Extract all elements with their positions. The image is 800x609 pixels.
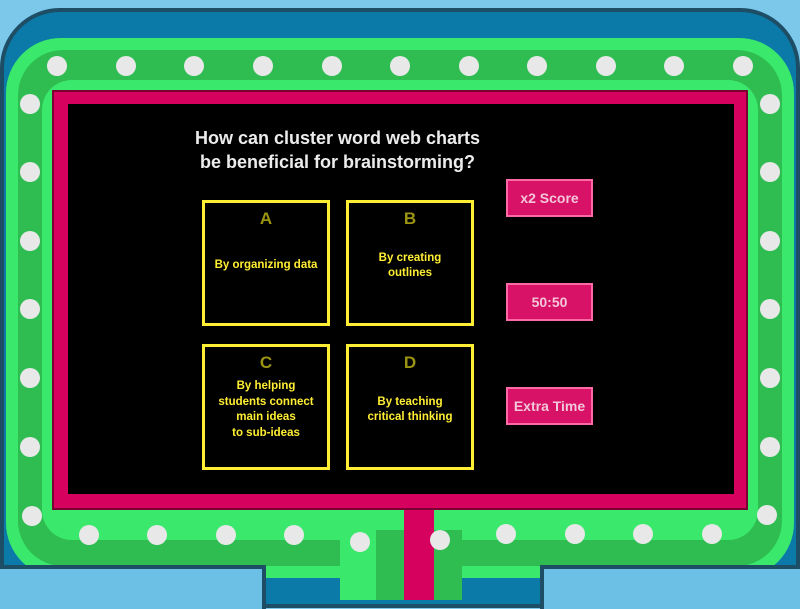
- light-bulb-icon: [760, 368, 780, 388]
- double-score-button[interactable]: x2 Score: [506, 179, 593, 217]
- light-bulb-icon: [216, 525, 236, 545]
- answer-option-b[interactable]: B By creating outlines: [346, 200, 474, 326]
- light-bulb-icon: [350, 532, 370, 552]
- light-bulb-icon: [390, 56, 410, 76]
- light-bulb-icon: [184, 56, 204, 76]
- answer-text: By teaching critical thinking: [367, 395, 453, 424]
- light-bulb-icon: [596, 56, 616, 76]
- light-bulb-icon: [430, 530, 450, 550]
- light-bulb-icon: [459, 56, 479, 76]
- light-bulb-icon: [633, 524, 653, 544]
- answer-option-c[interactable]: C By helping students connect main ideas…: [202, 344, 330, 470]
- light-bulb-icon: [20, 368, 40, 388]
- light-bulb-icon: [20, 299, 40, 319]
- light-bulb-icon: [20, 437, 40, 457]
- background-right: [540, 565, 800, 609]
- light-bulb-icon: [757, 505, 777, 525]
- background-left: [0, 565, 266, 609]
- light-bulb-icon: [20, 94, 40, 114]
- answer-option-a[interactable]: A By organizing data: [202, 200, 330, 326]
- answer-letter: D: [403, 353, 417, 372]
- answer-text: By helping students connect main ideas t…: [218, 380, 314, 439]
- answer-letter: A: [259, 209, 273, 228]
- fifty-fifty-button[interactable]: 50:50: [506, 283, 593, 321]
- light-bulb-icon: [565, 524, 585, 544]
- stem-magenta: [404, 500, 434, 600]
- light-bulb-icon: [284, 525, 304, 545]
- light-bulb-icon: [47, 56, 67, 76]
- light-bulb-icon: [253, 56, 273, 76]
- light-bulb-icon: [496, 524, 516, 544]
- light-bulb-icon: [527, 56, 547, 76]
- light-bulb-icon: [760, 299, 780, 319]
- question-line-1: How can cluster word web charts: [194, 128, 481, 148]
- light-bulb-icon: [760, 231, 780, 251]
- light-bulb-icon: [20, 162, 40, 182]
- answer-option-d[interactable]: D By teaching critical thinking: [346, 344, 474, 470]
- light-bulb-icon: [702, 524, 722, 544]
- light-bulb-icon: [760, 94, 780, 114]
- answer-text: By organizing data: [214, 259, 318, 272]
- answer-letter: C: [259, 353, 273, 372]
- light-bulb-icon: [22, 506, 42, 526]
- stem-track-left: [376, 530, 404, 600]
- light-bulb-icon: [116, 56, 136, 76]
- answer-text: By creating outlines: [378, 251, 442, 280]
- light-bulb-icon: [760, 437, 780, 457]
- light-bulb-icon: [322, 56, 342, 76]
- light-bulb-icon: [733, 56, 753, 76]
- question-line-2: be beneficial for brainstorming?: [199, 152, 476, 172]
- light-bulb-icon: [760, 162, 780, 182]
- light-bulb-icon: [664, 56, 684, 76]
- answer-letter: B: [403, 209, 417, 228]
- extra-time-button[interactable]: Extra Time: [506, 387, 593, 425]
- question-text: How can cluster word web charts be benef…: [150, 126, 525, 174]
- light-bulb-icon: [79, 525, 99, 545]
- light-bulb-icon: [20, 231, 40, 251]
- light-bulb-icon: [147, 525, 167, 545]
